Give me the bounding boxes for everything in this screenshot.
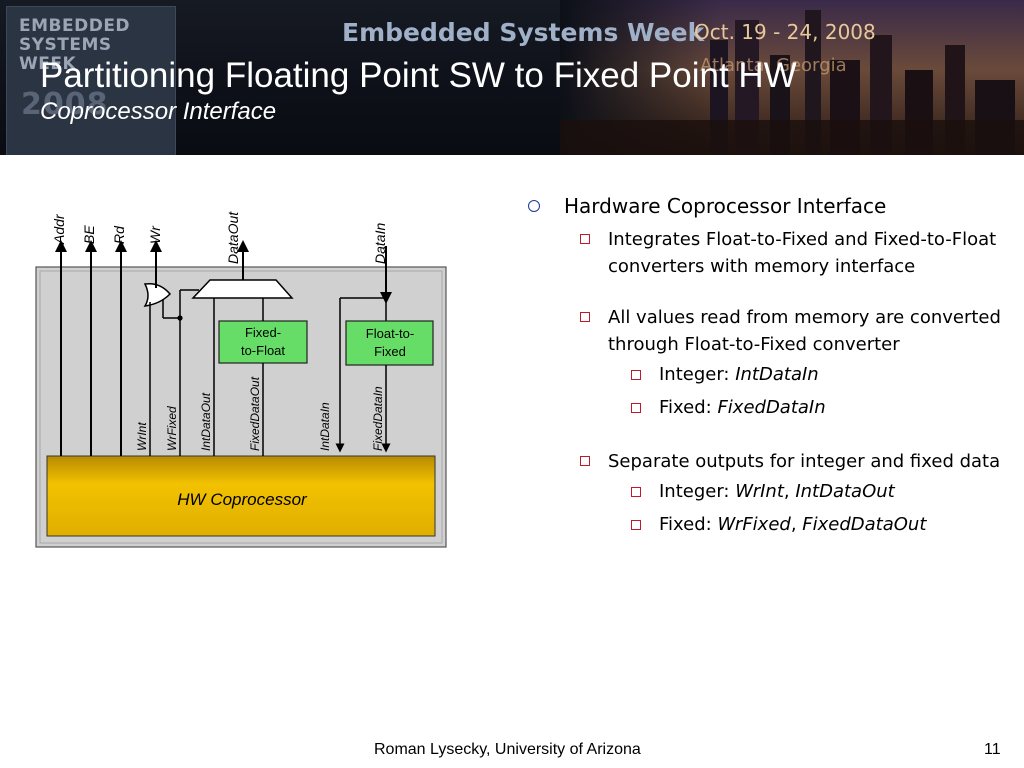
bullet-sub-3b-v1: WrFixed [717, 514, 791, 535]
slide-subtitle: Coprocessor Interface [40, 98, 277, 125]
bullet-sub-3a-v2: IntDataOut [795, 481, 895, 502]
bullet-sub-1-text: Integrates Float-to-Fixed and Fixed-to-F… [608, 229, 997, 277]
bullet-sub-3b: Fixed: WrFixed, FixedDataOut [522, 508, 1002, 541]
bullet-sub-3b-v2: FixedDataOut [802, 514, 927, 535]
float-to-fixed-line1: Float-to- [366, 326, 414, 341]
square-bullet-icon [631, 487, 641, 497]
footer-author: Roman Lysecky, University of Arizona [374, 741, 641, 758]
label-fixeddatain: FixedDataIn [371, 386, 385, 451]
label-intdataout: IntDataOut [199, 392, 213, 451]
bullet-sub-2a-label: Integer: [659, 364, 736, 385]
label-datain: DataIn [372, 223, 388, 264]
event-place: Atlanta, Georgia [700, 55, 847, 76]
label-wrfixed: WrFixed [165, 406, 179, 451]
bullet-sub-3b-label: Fixed: [659, 514, 718, 535]
coprocessor-interface-diagram: HW Coprocessor Fixed- to-Float Float-to-… [35, 211, 447, 548]
label-wrint: WrInt [135, 422, 149, 451]
square-bullet-icon [631, 403, 641, 413]
circle-bullet-icon [528, 200, 540, 212]
bullet-sub-3a-label: Integer: [659, 481, 736, 502]
bullet-sub-2b: Fixed: FixedDataIn [522, 391, 1002, 424]
bullet-sub-2a-value: IntDataIn [735, 364, 819, 385]
square-bullet-icon [631, 520, 641, 530]
label-wr: Wr [147, 225, 163, 244]
slide-title: Partitioning Floating Point SW to Fixed … [40, 56, 797, 95]
bullet-sub-2b-label: Fixed: [659, 397, 718, 418]
skyline-towers [560, 10, 1024, 155]
event-dates: Oct. 19 - 24, 2008 [694, 20, 876, 44]
bullet-main: Hardware Coprocessor Interface [522, 194, 1002, 218]
bullet-sub-3a: Integer: WrInt, IntDataOut [522, 475, 1002, 508]
float-to-fixed-line2: Fixed [374, 344, 406, 359]
label-intdatain: IntDataIn [318, 402, 332, 451]
label-rd: Rd [111, 225, 127, 244]
bullet-sub-2-text: All values read from memory are converte… [608, 307, 1001, 355]
label-dataout: DataOut [225, 211, 241, 264]
fixed-to-float-line1: Fixed- [245, 325, 281, 340]
logo-text: EMBEDDED SYSTEMS WEEK [19, 16, 131, 74]
logo-year: 2008 [21, 87, 109, 122]
page-number: 11 [984, 741, 1001, 758]
bullet-list: Hardware Coprocessor Interface Integrate… [522, 194, 1002, 541]
bullet-sub-3a-v1: WrInt [735, 481, 784, 502]
square-bullet-icon [580, 312, 590, 322]
hw-coprocessor-label: HW Coprocessor [177, 490, 308, 509]
bullet-sub-2b-value: FixedDataIn [717, 397, 826, 418]
bullet-sub-2a: Integer: IntDataIn [522, 358, 1002, 391]
bullet-sub-1: Integrates Float-to-Fixed and Fixed-to-F… [522, 226, 1002, 280]
hw-coprocessor-block [46, 455, 436, 537]
bullet-sub-3b-sep: , [790, 514, 803, 535]
bullet-sub-3: Separate outputs for integer and fixed d… [522, 448, 1002, 475]
header-banner: EMBEDDED SYSTEMS WEEK 2008 Embedded Syst… [0, 0, 1024, 155]
or-gate [143, 282, 172, 307]
float-to-fixed-converter [345, 320, 434, 366]
bullet-sub-3-text: Separate outputs for integer and fixed d… [608, 451, 1001, 472]
square-bullet-icon [580, 456, 590, 466]
square-bullet-icon [580, 234, 590, 244]
event-title: Embedded Systems Week [342, 18, 705, 47]
bullet-main-text: Hardware Coprocessor Interface [564, 194, 887, 218]
label-be: BE [81, 225, 97, 244]
fixed-to-float-line2: to-Float [241, 343, 285, 358]
label-fixeddataout: FixedDataOut [248, 376, 262, 451]
bullet-sub-2: All values read from memory are converte… [522, 304, 1002, 358]
esweek-logo: EMBEDDED SYSTEMS WEEK 2008 [6, 6, 176, 155]
dataout-mux [191, 279, 294, 299]
bullet-sub-3a-sep: , [783, 481, 796, 502]
label-addr: Addr [51, 213, 67, 245]
square-bullet-icon [631, 370, 641, 380]
